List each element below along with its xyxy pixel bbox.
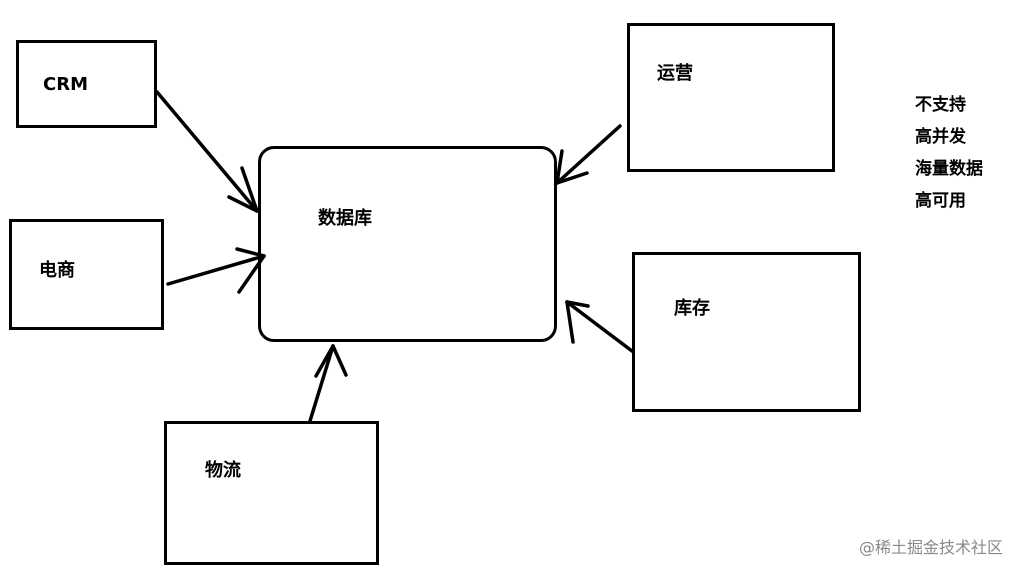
crm-to-database-arrow (155, 90, 259, 213)
crm-box: CRM (16, 40, 157, 128)
logistics-box: 物流 (164, 421, 379, 565)
operations-box: 运营 (627, 23, 835, 172)
database-label: 数据库 (318, 208, 372, 229)
inventory-to-database-arrow (565, 300, 634, 353)
watermark-text: @稀土掘金技术社区 (858, 538, 1003, 557)
operations-to-database-arrow (555, 124, 622, 185)
ecommerce-to-database-arrow (166, 247, 266, 294)
note-item: 海量数据 (915, 159, 983, 179)
note-item: 高并发 (915, 127, 966, 147)
note-item: 高可用 (915, 191, 966, 211)
note-item: 不支持 (915, 95, 966, 115)
inventory-box: 库存 (632, 252, 861, 412)
logistics-label: 物流 (205, 460, 241, 481)
requirements-notes: 不支持 高并发 海量数据 高可用 (915, 89, 983, 217)
operations-label: 运营 (657, 63, 693, 84)
ecommerce-box: 电商 (9, 219, 164, 330)
database-box: 数据库 (258, 146, 557, 342)
inventory-label: 库存 (674, 298, 710, 319)
crm-label: CRM (43, 74, 88, 95)
logistics-to-database-arrow (308, 344, 348, 423)
ecommerce-label: 电商 (39, 260, 75, 281)
